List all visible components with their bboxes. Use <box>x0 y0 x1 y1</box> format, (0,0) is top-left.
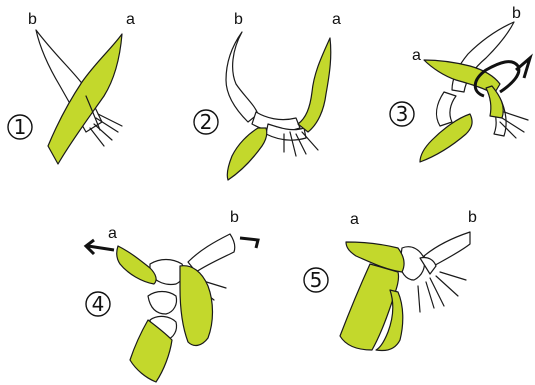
step-3: 3 a b <box>390 5 530 162</box>
step-number: 5 <box>310 268 323 292</box>
end-label-b: b <box>234 11 243 28</box>
step-number: 2 <box>200 110 213 134</box>
end-label-a: a <box>412 47 421 64</box>
end-label-b: b <box>28 11 37 28</box>
end-label-a: a <box>108 225 117 242</box>
step-number: 4 <box>92 292 105 316</box>
step-5: 5 a b <box>304 209 477 351</box>
step-2: 2 b a <box>194 11 341 180</box>
arrow-left-icon <box>86 240 114 254</box>
scarf-green <box>298 38 331 132</box>
scarf-green <box>227 128 267 180</box>
scarf-green <box>180 266 213 346</box>
step-1: 1 b a <box>8 11 135 164</box>
end-label-a: a <box>350 211 359 228</box>
end-label-a: a <box>332 11 341 28</box>
scarf-green <box>48 34 122 164</box>
end-label-a: a <box>126 11 135 28</box>
end-label-b: b <box>230 209 239 226</box>
step-number: 1 <box>14 115 27 139</box>
step-4: 4 a b <box>86 209 258 382</box>
arrow-right-icon <box>240 238 258 248</box>
end-label-b: b <box>512 5 521 22</box>
step-number: 3 <box>396 102 409 126</box>
end-label-b: b <box>468 209 477 226</box>
